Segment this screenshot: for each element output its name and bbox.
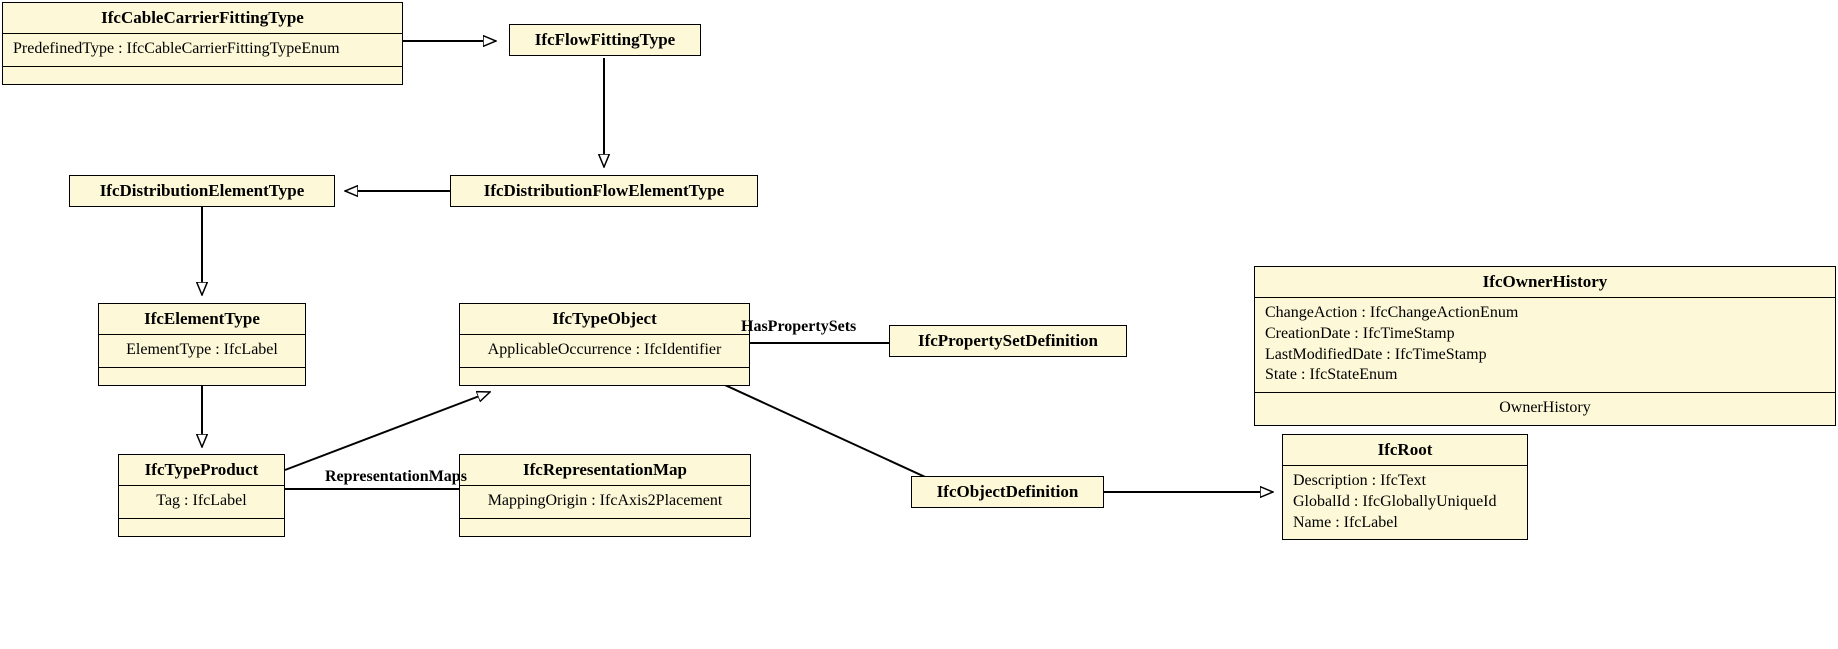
class-box-ifccablecarrierfittingtype[interactable]: IfcCableCarrierFittingType PredefinedTyp… xyxy=(2,2,403,85)
empty-compartment xyxy=(460,519,750,536)
compartment-separator xyxy=(1255,297,1835,299)
class-title: IfcFlowFittingType xyxy=(534,30,676,49)
empty-compartment xyxy=(99,368,305,385)
class-box-ifcflowfittingtype[interactable]: IfcFlowFittingType xyxy=(509,24,701,57)
class-box-ifcdistributionelementtype[interactable]: IfcDistributionElementType xyxy=(69,175,335,208)
class-box-ifcrepresentationmap[interactable]: IfcRepresentationMap MappingOrigin : Ifc… xyxy=(459,454,751,537)
class-box-ifcdistributionflowelementtype[interactable]: IfcDistributionFlowElementType xyxy=(450,175,758,208)
class-box-ifcpropertysetdefinition[interactable]: IfcPropertySetDefinition xyxy=(889,325,1127,358)
compartment-separator xyxy=(119,517,284,519)
class-box-ifcelementtype[interactable]: IfcElementType ElementType : IfcLabel xyxy=(98,303,306,386)
class-title: IfcDistributionFlowElementType xyxy=(483,181,725,200)
empty-compartment xyxy=(3,67,402,84)
class-attribute: PredefinedType : IfcCableCarrierFittingT… xyxy=(13,40,340,58)
class-attribute: Tag : IfcLabel xyxy=(156,492,247,510)
class-title: IfcElementType xyxy=(144,309,260,328)
class-attribute: ElementType : IfcLabel xyxy=(126,341,278,359)
empty-compartment xyxy=(119,519,284,536)
compartment-separator xyxy=(99,334,305,336)
class-attribute: State : IfcStateEnum xyxy=(1265,366,1398,384)
compartment-separator xyxy=(460,517,750,519)
edge-label-representationmaps: RepresentationMaps xyxy=(325,468,467,485)
class-footer-label: OwnerHistory xyxy=(1499,399,1591,417)
compartment-separator xyxy=(460,366,749,368)
compartment-separator xyxy=(99,366,305,368)
class-box-ifctypeproduct[interactable]: IfcTypeProduct Tag : IfcLabel xyxy=(118,454,285,537)
class-attribute: CreationDate : IfcTimeStamp xyxy=(1265,324,1455,342)
class-title: IfcPropertySetDefinition xyxy=(917,331,1099,350)
class-title: IfcCableCarrierFittingType xyxy=(101,8,304,27)
class-attribute: ApplicableOccurrence : IfcIdentifier xyxy=(487,341,722,359)
compartment-separator xyxy=(460,485,750,487)
class-attribute: MappingOrigin : IfcAxis2Placement xyxy=(487,492,723,510)
class-attribute: Description : IfcText xyxy=(1293,472,1427,490)
class-box-ifcownerhistory[interactable]: IfcOwnerHistory ChangeAction : IfcChange… xyxy=(1254,266,1836,427)
compartment-separator xyxy=(3,33,402,35)
class-title: IfcRepresentationMap xyxy=(523,460,687,479)
class-title: IfcTypeObject xyxy=(552,309,657,328)
class-attributes: ChangeAction : IfcChangeActionEnum Creat… xyxy=(1255,298,1835,392)
empty-compartment xyxy=(460,368,749,385)
class-attributes: Description : IfcText GlobalId : IfcGlob… xyxy=(1283,466,1527,539)
class-title: IfcObjectDefinition xyxy=(936,482,1079,501)
compartment-separator xyxy=(460,334,749,336)
edge-label-haspropertysets: HasPropertySets xyxy=(741,318,857,335)
compartment-separator xyxy=(119,485,284,487)
class-box-ifctypeobject[interactable]: IfcTypeObject ApplicableOccurrence : Ifc… xyxy=(459,303,750,386)
class-box-ifcobjectdefinition[interactable]: IfcObjectDefinition xyxy=(911,476,1104,509)
class-attribute: LastModifiedDate : IfcTimeStamp xyxy=(1265,345,1487,363)
class-title: IfcRoot xyxy=(1377,440,1433,459)
class-title: IfcOwnerHistory xyxy=(1482,272,1608,291)
compartment-separator xyxy=(1283,465,1527,467)
class-attribute: GlobalId : IfcGloballyUniqueId xyxy=(1293,492,1497,510)
compartment-separator xyxy=(3,65,402,67)
class-attribute: Name : IfcLabel xyxy=(1293,513,1398,531)
class-title: IfcTypeProduct xyxy=(144,460,259,479)
class-attribute: ChangeAction : IfcChangeActionEnum xyxy=(1265,304,1519,322)
class-title: IfcDistributionElementType xyxy=(99,181,305,200)
class-box-ifcroot[interactable]: IfcRoot Description : IfcText GlobalId :… xyxy=(1282,434,1528,541)
compartment-separator xyxy=(1255,392,1835,394)
